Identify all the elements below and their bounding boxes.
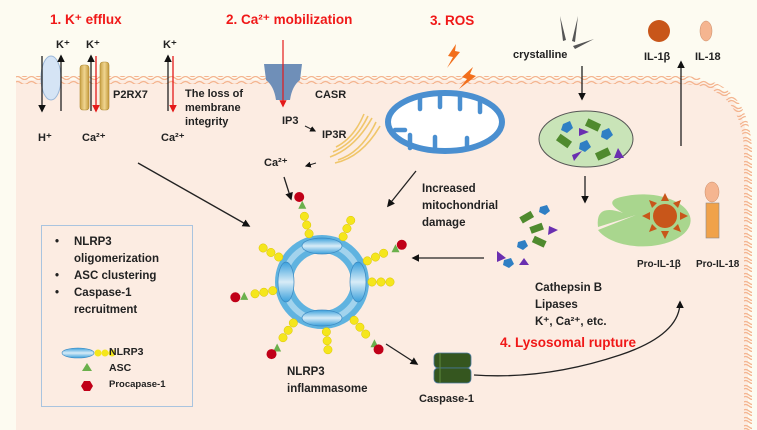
mitochondrion-icon — [385, 90, 505, 154]
nlrp3-bead — [385, 277, 395, 287]
nlrp3-bead — [288, 318, 298, 328]
nlrp3-bead — [355, 322, 365, 332]
nlrp3-inflammasome-icon — [275, 235, 369, 329]
legend-key-procaspase: Procapase-1 — [109, 379, 166, 390]
asc-icon — [298, 200, 307, 209]
endoplasmic-reticulum-icon — [329, 113, 381, 164]
pro-il-1b-label: Pro-IL-1β — [637, 259, 681, 270]
released-contents-icon — [497, 205, 558, 268]
ros-lightning-icon — [447, 44, 460, 68]
ip3r-label: IP3R — [322, 129, 347, 141]
k-h-antiporter-icon — [40, 55, 62, 101]
nlrp3-icon — [61, 347, 95, 359]
nlrp3-bead — [259, 287, 269, 297]
legend-bullets: •NLRP3 oligomerization •ASC clustering •… — [52, 234, 192, 319]
legend-bullet: •NLRP3 oligomerization — [55, 236, 159, 265]
p2rx7-label: P2RX7 — [113, 89, 148, 101]
crystalline-label: crystalline — [513, 49, 568, 61]
legend-box: •NLRP3 oligomerization •ASC clustering •… — [41, 225, 193, 407]
crystal-particles-icon — [560, 16, 594, 49]
legend-bullet: •Caspase-1 recruitment — [55, 287, 138, 316]
nlrp3-bead — [376, 277, 386, 287]
ion-h-plus: H⁺ — [38, 132, 52, 144]
procaspase-1-icon — [373, 344, 384, 355]
ion-ca: Ca²⁺ — [264, 157, 288, 169]
section-ros: 3. ROS — [430, 13, 475, 28]
legend-bullet: •ASC clustering — [55, 270, 157, 282]
lysosome-contents: Cathepsin B Lipases K⁺, Ca²⁺, etc. — [535, 280, 607, 331]
contents-lipases: Lipases — [535, 299, 578, 311]
nlrp3-bead — [379, 248, 389, 258]
nlrp3-bead — [321, 327, 331, 337]
il-18-label: IL-18 — [695, 51, 721, 63]
lysosome-icon — [538, 110, 634, 168]
nlrp3-bead — [323, 345, 333, 355]
asc-triangle-icon — [82, 363, 92, 371]
nlrp3-bead — [268, 286, 278, 296]
nlrp3-bead — [278, 333, 288, 343]
nlrp3-bead — [371, 252, 380, 262]
ros-lightning-icon — [459, 67, 476, 89]
il-18-icon — [699, 20, 713, 42]
legend-key-asc: ASC — [109, 362, 132, 374]
caspase-1-label: Caspase-1 — [419, 393, 475, 405]
loss-membrane-label: The loss of membrane integrity — [185, 88, 244, 128]
asc-icon — [240, 291, 249, 300]
legend-keys-graphics — [61, 347, 116, 391]
nlrp3-bead — [250, 289, 260, 299]
il-1b-label: IL-1β — [644, 51, 671, 63]
ion-ca: Ca²⁺ — [82, 132, 106, 144]
nlrp3-bead — [274, 252, 284, 262]
nlrp3-bead — [338, 232, 348, 242]
procaspase-1-icon — [294, 191, 305, 202]
nlrp3-bead — [322, 336, 332, 346]
nlrp3-bead — [361, 329, 371, 339]
nlrp3-bead — [299, 211, 309, 221]
section-k-efflux: 1. K⁺ efflux — [50, 12, 122, 27]
p2rx7-channel-icon — [79, 61, 110, 111]
section-lysosomal-rupture: 4. Lysosomal rupture — [500, 335, 637, 350]
nlrp3-bead — [258, 243, 268, 253]
nlrp3-bead — [346, 215, 356, 225]
asc-icon — [391, 244, 400, 253]
nlrp3-bead — [349, 315, 359, 325]
contents-cathepsin: Cathepsin B — [535, 282, 603, 294]
nlrp3-bead — [367, 277, 377, 287]
nlrp3-bead — [266, 248, 276, 257]
pro-il-1b-icon — [642, 193, 688, 239]
casr-label: CASR — [315, 89, 347, 101]
pro-il-18-label: Pro-IL-18 — [696, 259, 740, 270]
procaspase-1-icon — [230, 292, 241, 303]
ip3-label: IP3 — [282, 115, 299, 127]
caspase-1-icon — [433, 352, 472, 384]
section-ca-mobilization: 2. Ca²⁺ mobilization — [226, 12, 353, 27]
ion-k-plus: K⁺ — [56, 39, 70, 51]
pro-il-18-icon — [704, 181, 720, 239]
mito-damage-label: Increased mitochondrial damage — [422, 183, 499, 229]
nlrp3-bead — [362, 256, 372, 266]
inflammasome-label: NLRP3 inflammasome — [287, 366, 368, 395]
nlrp3-bead — [302, 220, 312, 230]
cell-membrane — [16, 76, 752, 430]
procaspase-hexagon-icon — [81, 381, 93, 391]
ion-k-plus: K⁺ — [163, 39, 177, 51]
ion-ca: Ca²⁺ — [161, 132, 185, 144]
legend-key-nlrp3: NLRP3 — [109, 346, 144, 358]
ion-k-plus: K⁺ — [86, 39, 100, 51]
nlrp3-bead — [283, 325, 293, 335]
il-1b-icon — [648, 20, 670, 42]
nlrp3-bead — [342, 224, 352, 233]
contents-ions: K⁺, Ca²⁺, etc. — [535, 316, 607, 328]
nlrp3-bead — [304, 229, 314, 239]
procaspase-1-icon — [396, 239, 407, 250]
procaspase-1-icon — [266, 349, 277, 360]
asc-icon — [273, 343, 282, 352]
